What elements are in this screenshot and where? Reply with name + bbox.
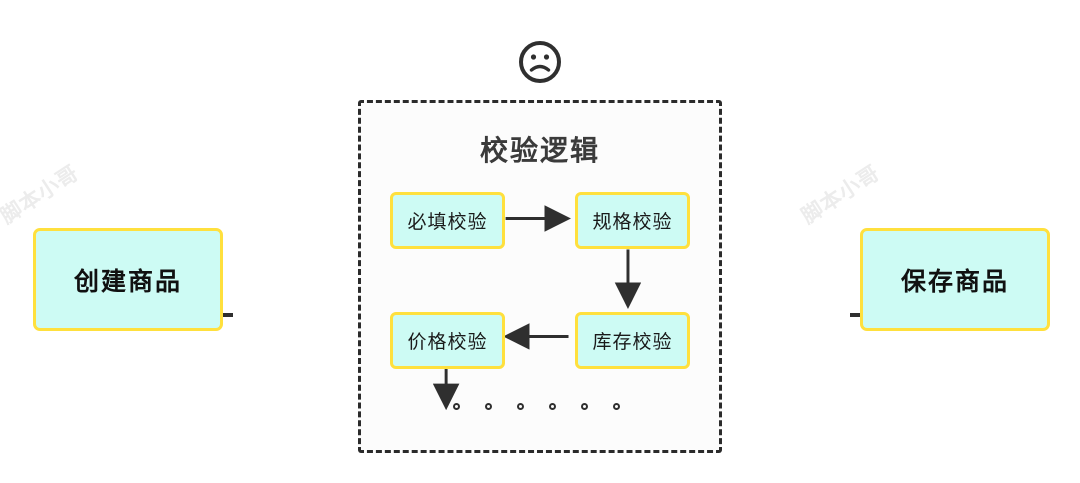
node-create-product[interactable]: 创建商品	[33, 228, 223, 331]
node-create-product-label: 创建商品	[73, 266, 182, 296]
node-save-product-label: 保存商品	[900, 266, 1009, 296]
step-node-spec-validation[interactable]: 规格校验	[575, 192, 690, 249]
step-node-required-validation[interactable]: 必填校验	[390, 192, 505, 249]
ellipsis-dots	[453, 403, 620, 410]
step-node-stock-validation-label: 库存校验	[592, 331, 673, 353]
step-node-stock-validation[interactable]: 库存校验	[575, 312, 690, 369]
ellipsis-dot	[453, 403, 460, 410]
connector-nub-right	[850, 313, 860, 317]
ellipsis-dot	[517, 403, 524, 410]
ellipsis-dot	[613, 403, 620, 410]
watermark-right: 脚本小哥	[797, 160, 885, 229]
step-node-price-validation[interactable]: 价格校验	[390, 312, 505, 369]
watermark-left: 脚本小哥	[0, 160, 84, 229]
validation-logic-group: 校验逻辑 必填校验 规格校验 库存校验	[358, 100, 722, 453]
ellipsis-dot	[549, 403, 556, 410]
node-save-product[interactable]: 保存商品	[860, 228, 1050, 331]
connector-nub-left	[223, 313, 233, 317]
step-node-required-validation-label: 必填校验	[407, 211, 488, 233]
sad-face-icon	[519, 41, 561, 83]
step-node-price-validation-label: 价格校验	[407, 331, 488, 353]
validation-group-title: 校验逻辑	[479, 134, 600, 167]
ellipsis-dot	[485, 403, 492, 410]
ellipsis-dot	[581, 403, 588, 410]
step-node-spec-validation-label: 规格校验	[592, 211, 673, 233]
